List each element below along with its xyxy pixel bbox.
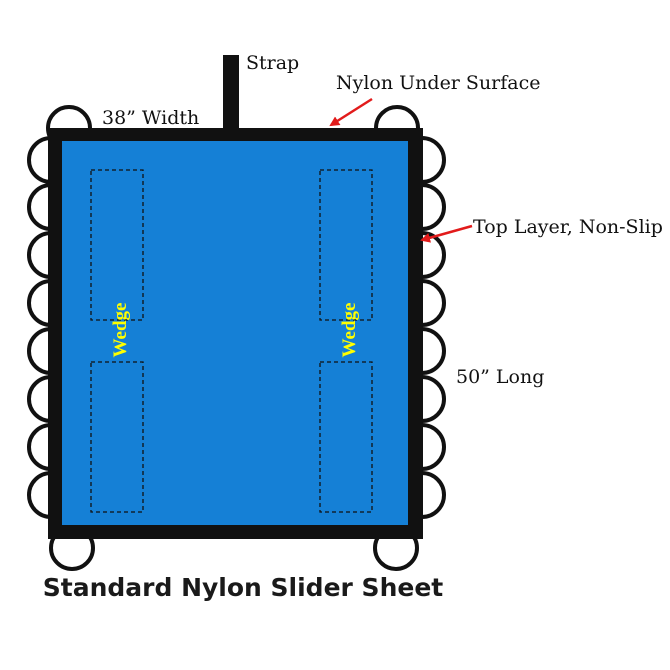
length-label: 50” Long — [456, 366, 544, 388]
wedge-label-left: Wedge — [110, 303, 131, 358]
wedge-outlines — [90, 169, 373, 513]
top-layer-label: Top Layer, Non-Slip — [473, 216, 663, 238]
arrow-nylon-under-surface — [329, 97, 373, 127]
top-layer-non-slip — [62, 141, 408, 525]
strap-label: Strap — [246, 52, 299, 74]
strap — [223, 55, 239, 135]
wedge-label-right: Wedge — [339, 303, 360, 358]
diagram-title: Standard Nylon Slider Sheet — [43, 573, 444, 602]
nylon-under-surface-label: Nylon Under Surface — [336, 72, 541, 94]
width-label: 38” Width — [102, 107, 199, 129]
arrow-top-layer — [420, 224, 473, 243]
